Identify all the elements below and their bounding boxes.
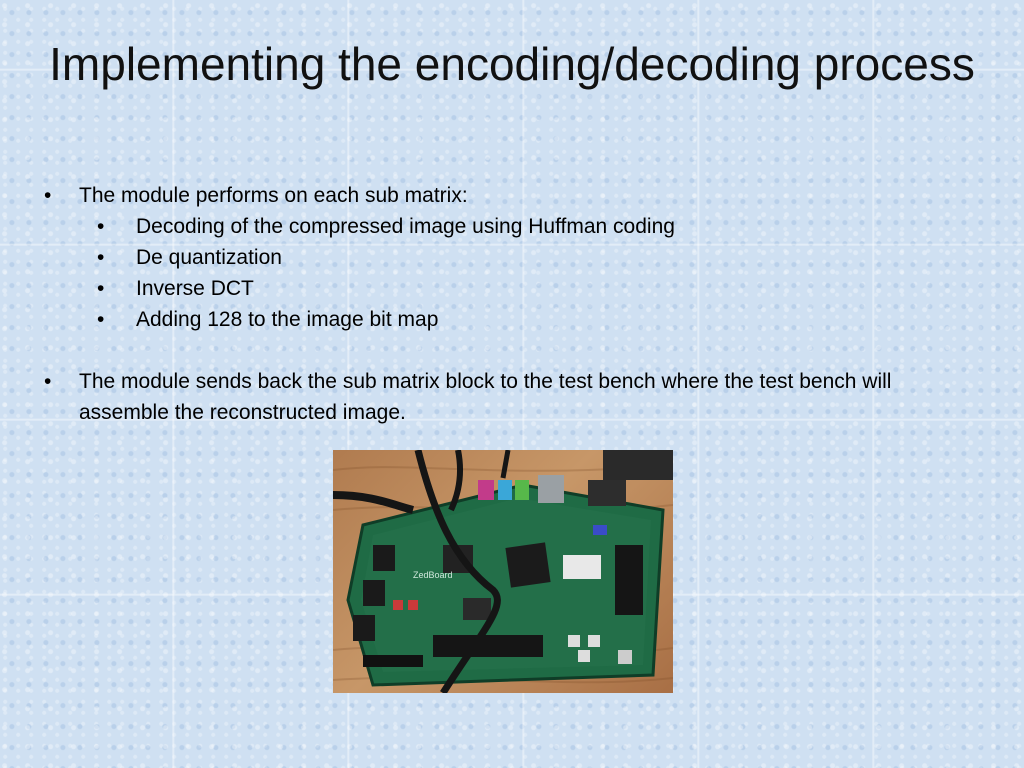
bullet-text: The module performs on each sub matrix: bbox=[79, 184, 468, 207]
sub-bullet-item: • Adding 128 to the image bit map bbox=[44, 304, 974, 335]
bullet-item: • The module performs on each sub matrix… bbox=[44, 180, 974, 211]
bullet-icon: • bbox=[44, 184, 52, 207]
bullet-item: • The module sends back the sub matrix b… bbox=[44, 366, 974, 428]
sub-bullet-item: • Decoding of the compressed image using… bbox=[44, 211, 974, 242]
spacer bbox=[44, 335, 974, 366]
bullet-icon: • bbox=[97, 246, 105, 269]
sub-bullet-list: • Decoding of the compressed image using… bbox=[44, 211, 974, 335]
bullet-text: The module sends back the sub matrix blo… bbox=[79, 370, 892, 424]
zedboard-photo: ZedBoard bbox=[333, 450, 673, 693]
bullet-icon: • bbox=[97, 308, 105, 331]
sub-bullet-text: Adding 128 to the image bit map bbox=[136, 308, 439, 331]
bullet-list: • The module performs on each sub matrix… bbox=[44, 180, 974, 428]
bullet-icon: • bbox=[97, 215, 105, 238]
sub-bullet-text: De quantization bbox=[136, 246, 282, 269]
sub-bullet-text: Inverse DCT bbox=[136, 277, 254, 300]
board-illustration: ZedBoard bbox=[333, 450, 673, 693]
slide-title: Implementing the encoding/decoding proce… bbox=[49, 38, 975, 90]
bullet-icon: • bbox=[97, 277, 105, 300]
sub-bullet-item: • Inverse DCT bbox=[44, 273, 974, 304]
board-label: ZedBoard bbox=[413, 570, 453, 580]
sub-bullet-text: Decoding of the compressed image using H… bbox=[136, 215, 675, 238]
sub-bullet-item: • De quantization bbox=[44, 242, 974, 273]
bullet-icon: • bbox=[44, 370, 52, 393]
